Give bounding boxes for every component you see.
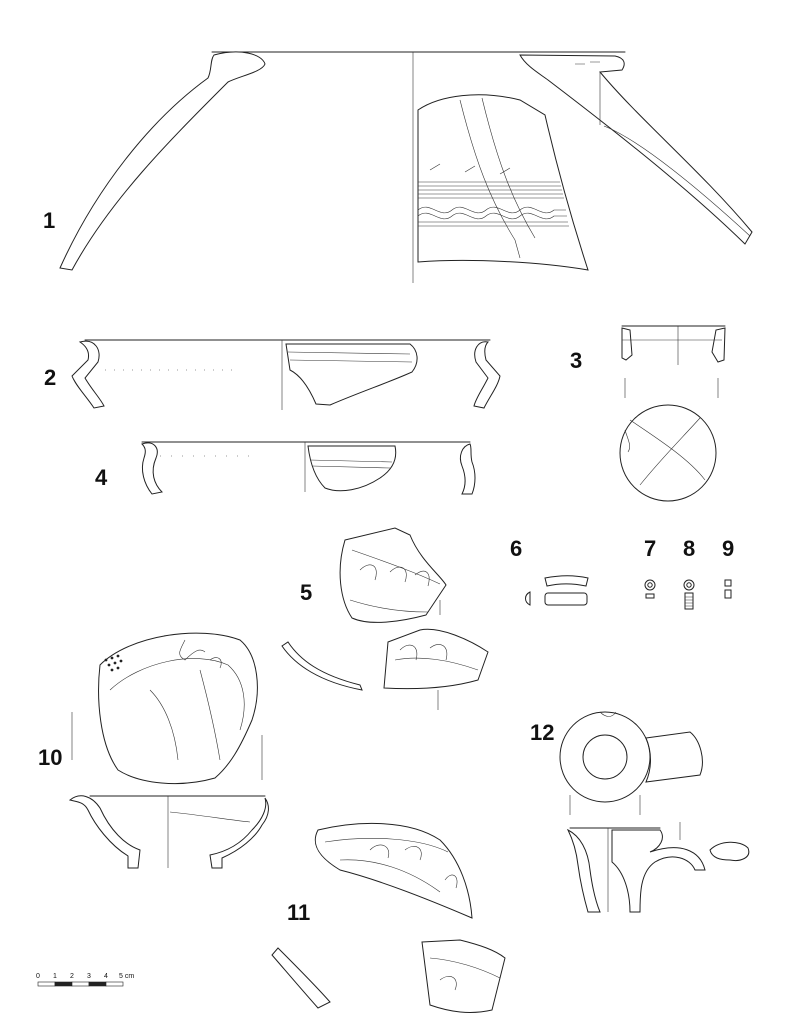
- label-12: 12: [530, 720, 554, 745]
- vessel-1-drawing: [59, 51, 753, 283]
- label-2: 2: [44, 365, 56, 390]
- label-11: 11: [287, 900, 310, 925]
- scale-tick-1: 1: [53, 973, 57, 980]
- vessel-4-drawing: [141, 441, 476, 495]
- scale-tick-5: 5 cm: [119, 973, 134, 980]
- vessel-12-drawing: [559, 711, 750, 913]
- scale-tick-2: 2: [70, 973, 74, 980]
- label-6: 6: [510, 536, 522, 561]
- bowl-dot-pattern: [104, 654, 123, 672]
- scale-tick-0: 0: [36, 973, 40, 980]
- small-finds-drawing: [525, 575, 732, 610]
- scale-bar: 0 1 2 3 4 5 cm: [36, 973, 134, 987]
- figure-labels: 1 2 3 4 5 6 7 8 9 10 11 12: [38, 208, 734, 925]
- vessel-3-drawing: [619, 325, 726, 502]
- vessel-2-drawing: [71, 339, 501, 410]
- scale-tick-3: 3: [87, 973, 91, 980]
- sherd-11-drawing: [271, 822, 506, 1013]
- label-4: 4: [95, 465, 108, 490]
- label-1: 1: [43, 208, 55, 233]
- label-7: 7: [644, 536, 656, 561]
- scale-tick-4: 4: [104, 973, 108, 980]
- label-10: 10: [38, 745, 62, 770]
- vessel-10-drawing: [68, 632, 269, 869]
- label-3: 3: [570, 348, 582, 373]
- sherd-5-drawing: [281, 527, 489, 710]
- label-5: 5: [300, 580, 312, 605]
- label-8: 8: [683, 536, 695, 561]
- label-9: 9: [722, 536, 734, 561]
- scale-bar-blocks: [37, 981, 124, 987]
